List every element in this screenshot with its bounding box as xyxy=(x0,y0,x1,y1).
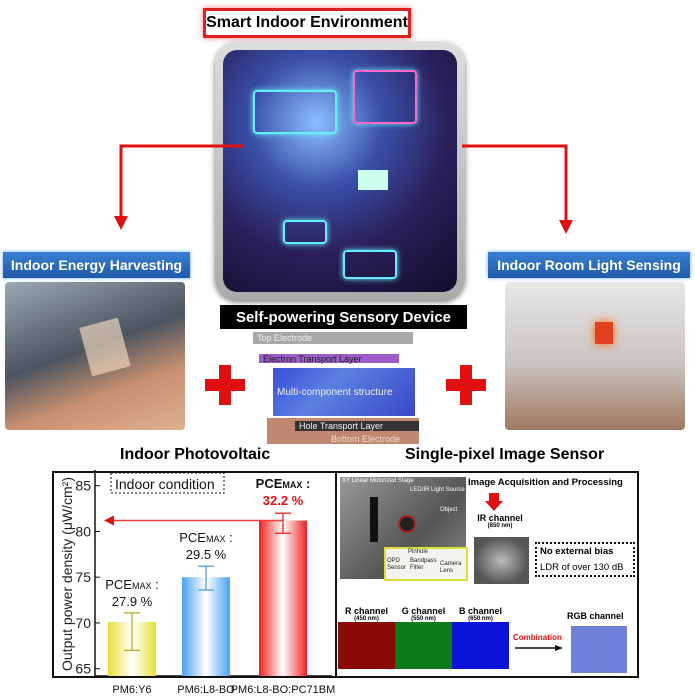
sensor-panel: XY Linear Motorized Stage LED/IR Light S… xyxy=(335,471,639,678)
indoor-energy-harvesting-label: Indoor Energy Harvesting xyxy=(3,252,190,278)
left-arrow xyxy=(119,144,243,218)
left-arrow-head xyxy=(114,216,128,230)
pce-label: PCEMAX : xyxy=(256,476,311,491)
pce-value: 29.5 % xyxy=(186,547,227,562)
arrow-head-icon xyxy=(104,515,114,526)
plus-icon xyxy=(446,365,486,405)
rgb-image xyxy=(571,626,627,673)
flow-arrows xyxy=(114,144,573,234)
bar xyxy=(259,520,307,676)
x-tick-label: PM6:Y6 xyxy=(112,684,151,696)
layer-electron-transport: Electron Transport Layer xyxy=(259,354,399,364)
layer-multi-component: Multi-component structure xyxy=(273,368,415,416)
hand-photo xyxy=(5,282,185,430)
smart-room-image xyxy=(215,42,465,300)
image-sensor-caption: Single-pixel Image Sensor xyxy=(405,446,605,463)
inset-optics: Pinhole OPD Sensor Bandpass Filter Camer… xyxy=(384,547,468,581)
setup-image: XY Linear Motorized Stage LED/IR Light S… xyxy=(340,477,468,581)
down-arrow-icon xyxy=(485,493,503,511)
condition-label: Indoor condition xyxy=(115,476,215,492)
title-box: Smart Indoor Environment xyxy=(203,8,411,38)
pce-label: PCEMAX : xyxy=(105,577,158,592)
rgb-channels: R channel(450 nm) G channel(550 nm) B ch… xyxy=(338,606,509,669)
indoor-photovoltaic-caption: Indoor Photovoltaic xyxy=(120,446,271,463)
layer-hole-transport: Hole Transport Layer xyxy=(295,421,419,431)
room-sensor-photo xyxy=(505,282,685,430)
y-tick-label: 80 xyxy=(75,523,91,539)
y-tick-label: 75 xyxy=(75,569,91,585)
pce-value: 32.2 % xyxy=(263,493,304,508)
y-tick-label: 70 xyxy=(75,615,91,631)
y-axis-label: Output power density (μW/cm²) xyxy=(59,477,75,671)
right-arrow xyxy=(462,144,568,222)
r-channel: R channel(450 nm) xyxy=(338,606,395,669)
x-tick-label: PM6:L8-BO xyxy=(177,684,235,696)
g-channel: G channel(550 nm) xyxy=(395,606,452,669)
bar xyxy=(182,577,230,676)
process-title: Image Acquisition and Processing xyxy=(468,477,623,488)
device-title: Self-powering Sensory Device xyxy=(220,305,467,329)
ir-channel-label: IR channel(850 nm) xyxy=(477,513,523,529)
right-arrow-icon xyxy=(515,645,563,651)
condition-box xyxy=(110,472,225,494)
ir-image xyxy=(474,537,529,584)
y-tick-label: 65 xyxy=(75,661,91,677)
right-arrow-head xyxy=(559,220,573,234)
chart-panel xyxy=(52,471,335,678)
b-channel: B channel(650 nm) xyxy=(452,606,509,669)
plus-icon xyxy=(205,365,245,405)
pce-label: PCEMAX : xyxy=(179,530,232,545)
indoor-room-light-sensing-label: Indoor Room Light Sensing xyxy=(488,252,690,278)
x-tick-label: PM6:L8-BO:PC71BM xyxy=(231,684,335,696)
layer-top-electrode: Top Electrode xyxy=(253,332,413,344)
rgb-channel-label: RGB channel xyxy=(567,611,624,621)
combination-label: Combination xyxy=(513,633,562,642)
y-tick-label: 85 xyxy=(75,478,91,494)
pce-value: 27.9 % xyxy=(112,594,153,609)
